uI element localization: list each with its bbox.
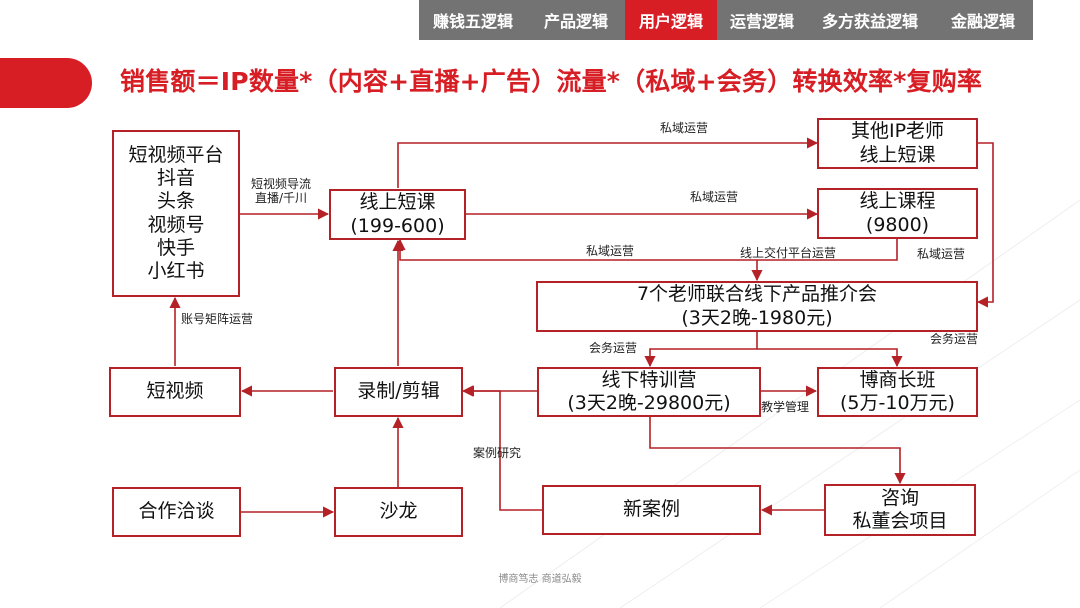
node-joint-meeting: 7个老师联合线下产品推介会 (3天2晚-1980元) [536,281,978,332]
label-teaching-mgmt: 教学管理 [761,400,810,414]
node-president-class: 博商长班 (5万-10万元) [817,367,978,417]
tab-finance-logic[interactable]: 金融逻辑 [950,12,1015,31]
tab-money-logic[interactable]: 赚钱五逻辑 [432,12,513,31]
node-platforms: 短视频平台 抖音 头条 视频号 快手 小红书 [112,130,240,297]
label-delivery-platform: 线上交付平台运营 [740,246,837,260]
edge-other-ip-joint-meeting [976,142,994,308]
edge-short-course-other-ip [397,137,819,188]
label-private-ops-4: 私域运营 [917,247,966,261]
node-other-ip: 其他IP老师 线上短课 [817,118,978,169]
tab-operation-logic[interactable]: 运营逻辑 [729,12,794,31]
tab-product-logic[interactable]: 产品逻辑 [543,12,608,31]
title-accent-tab [0,58,92,108]
page-title: 销售额＝IP数量*（内容+直播+广告）流量*（私域+会务）转换效率*复购率 [120,67,983,96]
node-short-video: 短视频 [109,367,241,417]
edge-new-case-record [462,385,542,511]
node-record-edit: 录制/剪辑 [334,367,463,417]
edge-joint-meeting-split [644,332,758,368]
label-private-ops-2: 私域运营 [690,190,739,204]
edge-joint-meeting-president [757,348,903,368]
label-account-matrix: 账号矩阵运营 [181,312,254,326]
footer-slogan: 博商笃志 商道弘毅 [498,574,582,585]
node-new-case: 新案例 [542,485,761,535]
label-private-ops-1: 私域运营 [660,121,709,135]
tab-multi-benefit-logic[interactable]: 多方获益逻辑 [821,12,918,31]
label-meeting-ops-2: 会务运营 [930,332,979,346]
node-offline-camp: 线下特训营 (3天2晚-29800元) [537,367,761,417]
node-consulting: 咨询 私董会项目 [824,484,976,536]
top-nav: 赚钱五逻辑 产品逻辑 用户逻辑 运营逻辑 多方获益逻辑 金融逻辑 [419,0,1033,40]
edge-camp-consulting [649,417,906,485]
node-online-course: 线上课程 (9800) [817,188,978,239]
label-private-ops-3: 私域运营 [586,244,635,258]
node-short-course: 线上短课 (199-600) [329,189,466,240]
label-case-study: 案例研究 [473,446,522,460]
tab-user-logic[interactable]: 用户逻辑 [625,0,717,40]
node-cooperation: 合作洽谈 [112,487,241,537]
label-video-traffic: 短视频导流 直播/千川 [251,177,312,205]
label-meeting-ops-1: 会务运营 [589,341,638,355]
node-salon: 沙龙 [334,487,463,537]
